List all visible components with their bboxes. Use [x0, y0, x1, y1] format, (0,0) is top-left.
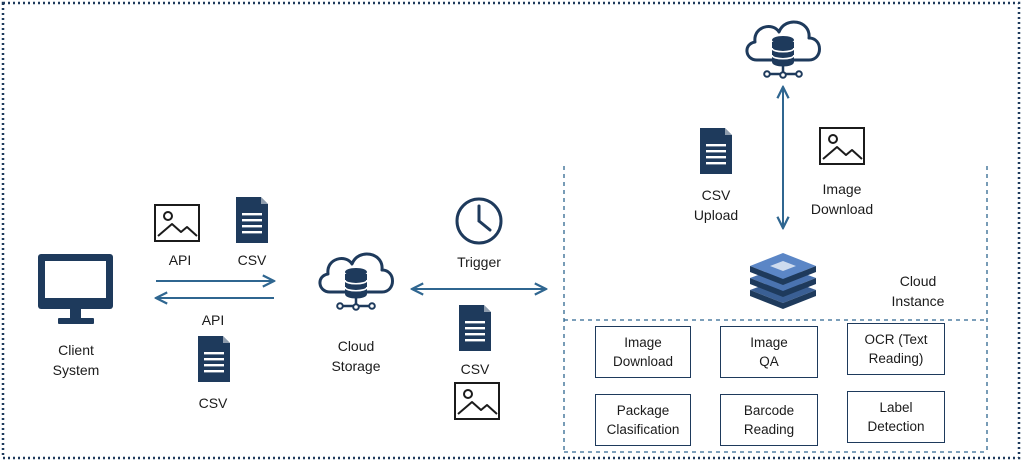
csv-label-center: CSV	[460, 361, 490, 377]
image-icon	[154, 204, 200, 242]
task-box-ocr: OCR (Text Reading)	[847, 323, 945, 375]
csv-label-top: CSV	[237, 252, 267, 268]
api-label-top: API	[168, 252, 192, 268]
document-icon	[700, 128, 732, 174]
api-label-bottom: API	[201, 312, 225, 328]
task-box-image-download: Image Download	[595, 326, 691, 378]
document-icon	[236, 197, 268, 243]
task-box-package-classification: Package Clasification	[595, 394, 691, 446]
image-download-label: Image Download	[810, 181, 874, 217]
cloud-instance-label: Cloud Instance	[891, 273, 945, 309]
cloud-storage-icon	[745, 20, 821, 80]
cloud-instance-region	[563, 166, 988, 453]
image-icon	[819, 127, 865, 165]
csv-upload-label: CSV Upload	[693, 187, 739, 223]
trigger-label: Trigger	[457, 254, 501, 270]
monitor-icon	[38, 254, 113, 324]
task-box-barcode-reading: Barcode Reading	[720, 394, 818, 446]
client-system-label: Client System	[52, 342, 100, 378]
document-icon	[198, 336, 230, 382]
image-icon	[454, 382, 500, 420]
cloud-storage-label: Cloud Storage	[331, 338, 381, 374]
document-icon	[459, 305, 491, 351]
cloud-storage-icon	[318, 252, 394, 312]
server-icon	[750, 253, 816, 309]
csv-label-bottom: CSV	[198, 395, 228, 411]
task-box-image-qa: Image QA	[720, 326, 818, 378]
task-box-label-detection: Label Detection	[847, 391, 945, 443]
clock-icon	[455, 197, 503, 245]
